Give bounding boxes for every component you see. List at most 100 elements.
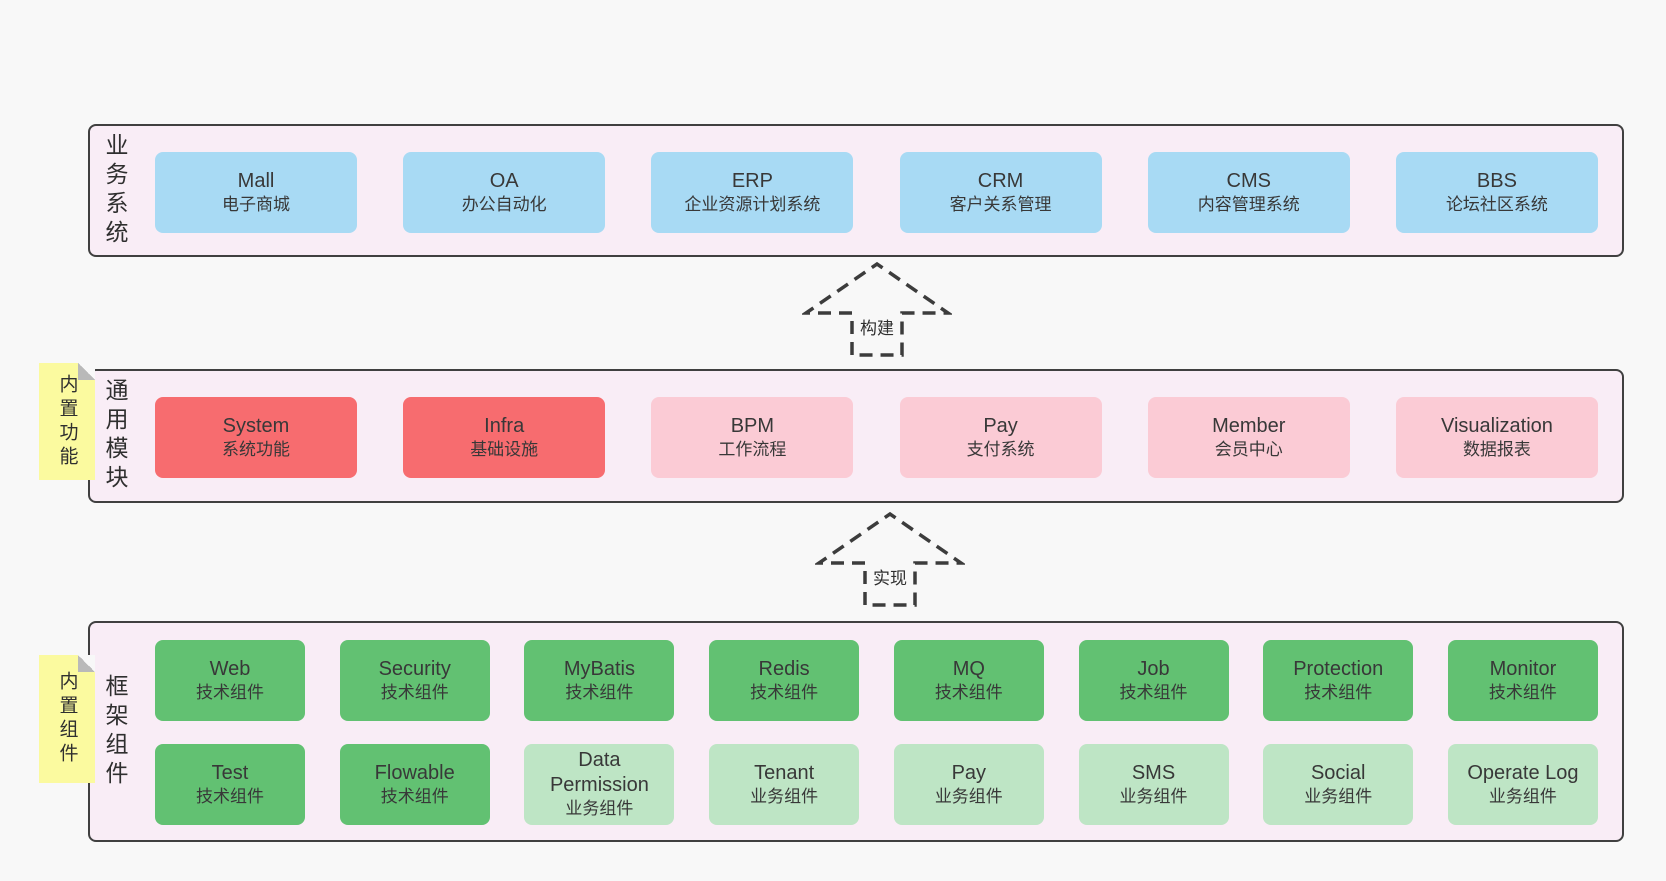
box-name: OA: [489, 169, 519, 192]
box-name: CMS: [1226, 169, 1271, 192]
box-infra: Infra 基础设施: [403, 397, 606, 478]
box-mybatis: MyBatis 技术组件: [524, 640, 675, 721]
box-name: Visualization: [1440, 414, 1553, 437]
box-social: Social 业务组件: [1263, 744, 1414, 825]
box-desc: 业务组件: [750, 786, 819, 806]
folded-corner-icon: [78, 655, 95, 672]
box-name: Pay: [951, 761, 987, 784]
box-security: Security 技术组件: [339, 640, 490, 721]
box-desc: 技术组件: [380, 682, 449, 702]
box-desc: 基础设施: [470, 439, 539, 459]
box-desc: 技术组件: [380, 786, 449, 806]
box-pay-component: Pay 业务组件: [893, 744, 1044, 825]
arrow-implement-label: 实现: [871, 564, 909, 589]
box-cms: CMS 内容管理系统: [1147, 152, 1350, 233]
box-name: MQ: [952, 657, 985, 680]
layer-label-common-modules: 通用模块: [102, 378, 128, 494]
box-name: SMS: [1131, 761, 1176, 784]
layer-business-systems: 业务系统 Mall 电子商城 OA 办公自动化 ERP 企业资源计划系统 CRM…: [88, 124, 1624, 257]
box-bpm: BPM 工作流程: [651, 397, 854, 478]
box-desc: 技术组件: [1304, 682, 1373, 702]
box-redis: Redis 技术组件: [709, 640, 860, 721]
framework-components-row-1: Web 技术组件 Security 技术组件 MyBatis 技术组件 Redi…: [155, 640, 1598, 721]
box-protection: Protection 技术组件: [1263, 640, 1414, 721]
box-name: Tenant: [754, 761, 815, 784]
common-modules-row: System 系统功能 Infra 基础设施 BPM 工作流程 Pay 支付系统…: [155, 397, 1598, 478]
box-sms: SMS 业务组件: [1078, 744, 1229, 825]
box-test: Test 技术组件: [155, 744, 305, 825]
box-name: Member: [1212, 414, 1286, 437]
box-name: ERP: [731, 169, 773, 192]
box-desc: 技术组件: [565, 682, 634, 702]
box-tenant: Tenant 业务组件: [709, 744, 860, 825]
layer-label-business-systems: 业务系统: [102, 132, 128, 249]
box-name: MyBatis: [563, 657, 635, 680]
box-name: Pay: [983, 414, 1018, 437]
folded-corner-icon: [78, 363, 95, 380]
box-name: CRM: [977, 169, 1024, 192]
box-desc: 技术组件: [1119, 682, 1188, 702]
box-erp: ERP 企业资源计划系统: [651, 152, 854, 233]
box-desc: 业务组件: [1304, 786, 1373, 806]
dashed-up-arrow-icon: [802, 261, 952, 357]
arrow-build-label: 构建: [858, 314, 896, 339]
box-desc: 支付系统: [966, 439, 1035, 459]
box-name: Infra: [484, 414, 525, 437]
box-operate-log: Operate Log 业务组件: [1447, 744, 1598, 825]
box-name: Security: [378, 657, 451, 680]
box-flowable: Flowable 技术组件: [339, 744, 490, 825]
box-desc: 业务组件: [934, 786, 1003, 806]
box-desc: 技术组件: [750, 682, 819, 702]
sticky-note-text: 内置组件: [56, 671, 78, 767]
box-data-permission: Data Permission 业务组件: [524, 744, 675, 825]
sticky-note-built-in-features: 内置功能: [39, 363, 95, 480]
box-name: BBS: [1476, 169, 1517, 192]
box-desc: 客户关系管理: [949, 194, 1052, 214]
box-mall: Mall 电子商城: [155, 152, 357, 233]
box-desc: 数据报表: [1462, 439, 1531, 459]
box-name: Data Permission: [549, 749, 649, 797]
framework-components-row-2: Test 技术组件 Flowable 技术组件 Data Permission …: [155, 744, 1598, 825]
business-systems-row: Mall 电子商城 OA 办公自动化 ERP 企业资源计划系统 CRM 客户关系…: [155, 152, 1598, 233]
box-system: System 系统功能: [155, 397, 357, 478]
box-visualization: Visualization 数据报表: [1395, 397, 1598, 478]
layer-common-modules: 通用模块 System 系统功能 Infra 基础设施 BPM 工作流程 Pay…: [88, 369, 1624, 503]
box-desc: 工作流程: [718, 439, 787, 459]
box-bbs: BBS 论坛社区系统: [1395, 152, 1598, 233]
box-desc: 业务组件: [1119, 786, 1188, 806]
box-desc: 技术组件: [1488, 682, 1557, 702]
box-name: Protection: [1293, 657, 1384, 680]
arrow-build: 构建: [802, 258, 952, 358]
layer-label-framework-components: 框架组件: [102, 673, 128, 790]
box-crm: CRM 客户关系管理: [899, 152, 1102, 233]
box-name: Operate Log: [1467, 761, 1579, 784]
box-desc: 技术组件: [196, 682, 264, 702]
box-desc: 内容管理系统: [1197, 194, 1300, 214]
sticky-note-text: 内置功能: [56, 373, 78, 470]
box-oa: OA 办公自动化: [403, 152, 606, 233]
box-name: Test: [211, 761, 249, 784]
box-desc: 会员中心: [1214, 439, 1283, 459]
box-name: Mall: [237, 169, 275, 192]
box-desc: 业务组件: [565, 799, 634, 819]
box-desc: 企业资源计划系统: [684, 194, 821, 214]
box-desc: 业务组件: [1488, 786, 1557, 806]
box-name: BPM: [730, 414, 775, 437]
box-name: Job: [1137, 657, 1170, 680]
box-member: Member 会员中心: [1147, 397, 1350, 478]
dashed-up-arrow-icon: [815, 511, 965, 607]
box-name: Monitor: [1489, 657, 1557, 680]
box-name: System: [222, 414, 290, 437]
box-mq: MQ 技术组件: [893, 640, 1044, 721]
box-desc: 技术组件: [196, 786, 264, 806]
sticky-note-built-in-components: 内置组件: [39, 655, 95, 783]
box-name: Redis: [758, 657, 810, 680]
box-desc: 论坛社区系统: [1445, 194, 1548, 214]
box-job: Job 技术组件: [1078, 640, 1229, 721]
box-web: Web 技术组件: [155, 640, 305, 721]
layer-framework-components: 框架组件 Web 技术组件 Security 技术组件 MyBatis 技术组件…: [88, 621, 1624, 842]
box-pay-system: Pay 支付系统: [899, 397, 1102, 478]
box-name: Web: [209, 657, 251, 680]
box-desc: 电子商城: [222, 194, 290, 214]
